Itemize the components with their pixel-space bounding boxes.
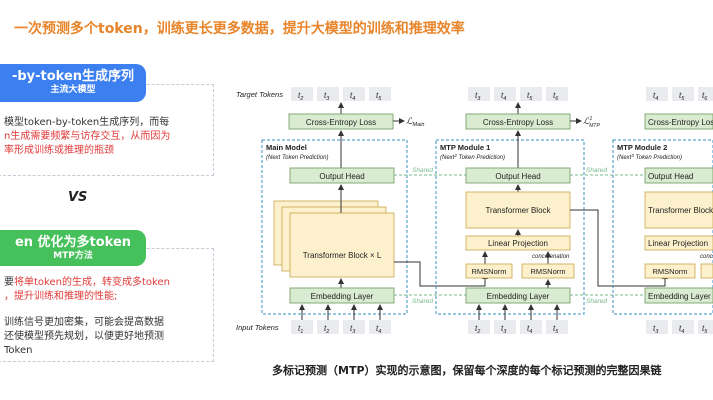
mtp2-subtitle: (Next3 Token Prediction) [617, 153, 682, 161]
box2-line: 还使模型预先规划，以便更好地预测 [4, 331, 164, 342]
mtp2-transformer-label: Transformer Block [648, 206, 713, 215]
token-text: t4 [653, 91, 658, 102]
token-text: t4 [376, 324, 381, 335]
main-embedding-label: Embedding Layer [311, 292, 374, 301]
mtp2-frame [612, 139, 713, 315]
mtp2-transformer-box [644, 191, 713, 229]
mtp1-linear-label: Linear Projection [488, 239, 548, 248]
main-target-tokens: t2 t3 t4 t5 [291, 87, 391, 102]
mtp2-loss-label: Cross-Entropy Loss [648, 118, 713, 127]
mtp2-embedding-label: Embedding Layer [648, 292, 711, 301]
mtp2-input-tokens: t3 t4 t5 [646, 320, 713, 335]
shared-label: Shared [586, 167, 607, 174]
main-model-frame [261, 139, 408, 315]
mtp1-embedding-label: Embedding Layer [487, 292, 550, 301]
diagram-caption: 多标记预测（MTP）实现的示意图，保留每个深度的每个标记预测的完整因果链 [272, 364, 662, 377]
main-title: Main Model [266, 143, 307, 152]
token-text: t5 [702, 324, 708, 335]
token-text: t3 [501, 324, 507, 335]
mtp1-transformer-label: Transformer Block [485, 206, 551, 215]
token-text: t5 [679, 91, 685, 102]
mtp2-embedding-box [644, 287, 713, 304]
box1-line: 率形成训练或推理的瓶颈 [4, 145, 114, 156]
mtp2-title: MTP Module 2 [617, 143, 667, 152]
shared-label: Shared [586, 298, 607, 305]
token-text: t5 [376, 91, 382, 102]
token-text: t3 [475, 91, 481, 102]
token-text: t4 [679, 324, 684, 335]
box1-line: 模型token-by-token生成序列，而每 [4, 117, 170, 128]
box2-line: 训练信号更加密集，可能会提高数据 [4, 317, 164, 328]
main-subtitle: (Next Token Prediction) [266, 155, 328, 161]
token-text: t1 [298, 324, 303, 335]
box2-line: ，提升训练和推理的性能; [4, 291, 118, 302]
box2-span: 将单token的生成，转变成多token [14, 277, 170, 288]
mtp1-subtitle: (Next2 Token Prediction) [440, 153, 505, 161]
token-text: t2 [298, 91, 303, 102]
mtp1-rmsnorm-right [521, 263, 575, 279]
mtp2-output-head-box [644, 167, 713, 184]
shared-label: Shared [412, 298, 433, 305]
mtp1-loss-label: Cross-Entropy Loss [483, 118, 553, 127]
mtp2-linear-label: Linear Projection [648, 239, 708, 248]
main-output-head-label: Output Head [319, 172, 364, 181]
shared-label: Shared [412, 167, 433, 174]
token-text: t6 [702, 91, 708, 102]
pill-title: -by-token生成序列 [11, 69, 135, 84]
token-text: t3 [653, 324, 659, 335]
box2-line: 要将单token的生成，转变成多token [4, 276, 170, 289]
headline: 一次预测多个token，训练更长更多数据，提升大模型的训练和推理效率 [14, 21, 465, 37]
mtp2-rmsnorm-right [700, 263, 713, 279]
box1-line: n生成需要频繁与访存交互，从而因为 [4, 131, 171, 142]
token-text: t4 [527, 324, 532, 335]
main-loss-label: Cross-Entropy Loss [306, 118, 376, 127]
mtp2-target-tokens: t4 t5 t6 [646, 87, 713, 102]
token-text: t3 [324, 91, 330, 102]
token-text: t5 [553, 324, 559, 335]
main-transformer-box [289, 212, 395, 278]
token-text: t2 [324, 324, 329, 335]
mtp2-rmsnorm-left [644, 263, 696, 279]
mtp2-concat-label: concatenation [700, 254, 713, 260]
mtp1-rmsnorm-left [465, 263, 513, 279]
main-input-tokens: t1 t2 t3 t4 [291, 320, 391, 335]
pill-subtitle: 主流大模型 [50, 85, 96, 95]
pill-title: en 优化为多token [14, 235, 132, 250]
token-text: t2 [475, 324, 480, 335]
mtp1-frame [435, 139, 585, 315]
mtp1-transformer-box [465, 191, 571, 229]
target-tokens-label: Target Tokens [236, 90, 283, 99]
mtp1-rmsnorm-left-label: RMSNorm [472, 267, 507, 276]
main-transformer-label: Transformer Block × L [303, 251, 382, 260]
pill-subtitle: MTP方法 [53, 251, 93, 261]
mtp2-rmsnorm-left-label: RMSNorm [653, 267, 688, 276]
box2-span: 要 [4, 277, 14, 288]
mtp2-output-head-label: Output Head [648, 172, 693, 181]
vs-label: VS [68, 190, 88, 205]
token-text: t4 [501, 91, 506, 102]
mtp1-concat-label: concatenation [532, 254, 570, 260]
input-tokens-label: Input Tokens [236, 323, 279, 332]
mtp1-input-tokens: t2 t3 t4 t5 [468, 320, 568, 335]
mtp1-output-head-label: Output Head [495, 172, 540, 181]
token-text: t3 [350, 324, 356, 335]
token-text: t4 [350, 91, 355, 102]
mtp2-linear-box [644, 235, 713, 251]
token-text: t5 [527, 91, 533, 102]
mtp1-target-tokens: t3 t4 t5 t6 [468, 87, 568, 102]
token-by-token-pill: -by-token生成序列 主流大模型 [0, 64, 146, 102]
mtp1-rmsnorm-right-label: RMSNorm [531, 267, 566, 276]
main-loss-symbol: ℒMain [406, 116, 424, 128]
main-model: t2 t3 t4 t5 Cross-Entropy Loss ℒMain Mai… [261, 87, 424, 335]
token-text: t6 [553, 91, 559, 102]
mtp2-loss-box [644, 113, 713, 130]
multi-token-pill: en 优化为多token MTP方法 [0, 230, 146, 266]
mtp-module-2: t4 t5 t6 Cross-Entropy Loss MTP Module 2… [612, 87, 713, 335]
box2-line: Token [4, 345, 33, 356]
mtp1-linear-box [465, 235, 571, 251]
mtp1-title: MTP Module 1 [440, 143, 490, 152]
